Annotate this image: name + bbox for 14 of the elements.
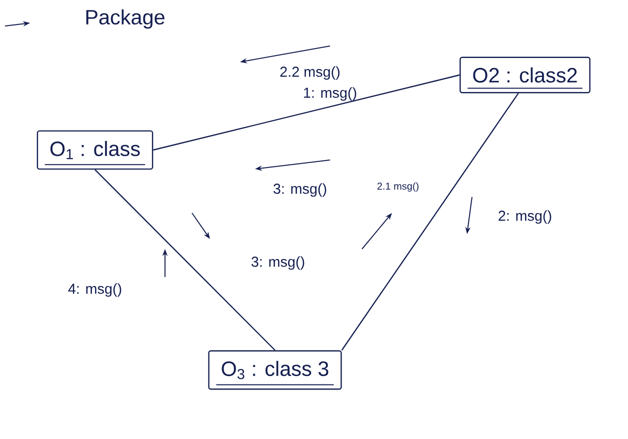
message-label: 3: msg() bbox=[273, 183, 326, 197]
message-label: 4: msg() bbox=[68, 283, 122, 297]
object-box: O$_{1}$ : class bbox=[36, 130, 154, 170]
message-label: 2.2 msg() bbox=[280, 66, 340, 80]
message-label: 2: msg() bbox=[498, 210, 552, 224]
message-label: 2.1 msg() bbox=[377, 182, 418, 192]
link-line bbox=[153, 74, 460, 151]
link-line bbox=[94, 169, 276, 351]
object-box: O2 : class2 bbox=[460, 56, 590, 94]
message-label: 1: msg() bbox=[304, 87, 356, 101]
message-label: 3: msg() bbox=[251, 256, 304, 270]
link-line bbox=[341, 92, 519, 351]
object-box: O$_{3}$ : class 3 bbox=[208, 350, 342, 390]
title-text: Package bbox=[86, 9, 164, 29]
